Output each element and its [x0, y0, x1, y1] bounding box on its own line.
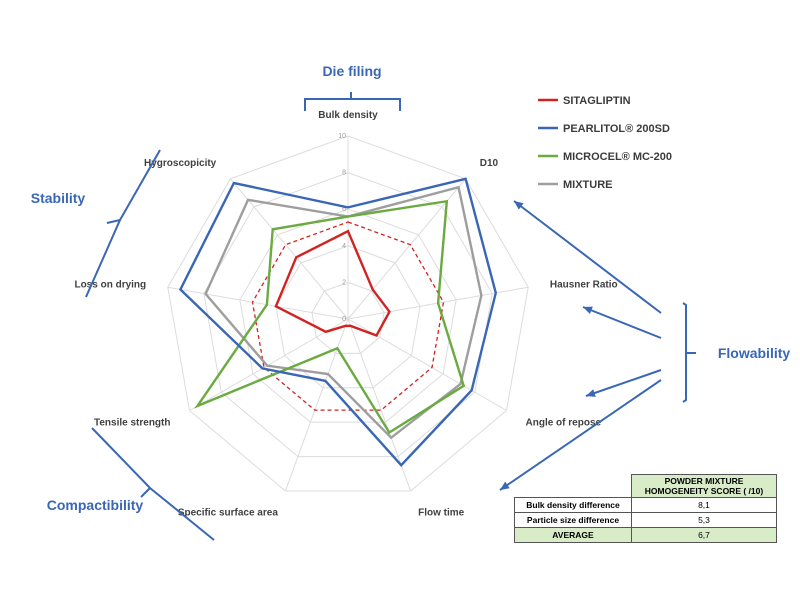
axis-label: Hygroscopicity [144, 158, 217, 169]
chart-legend: SITAGLIPTIN PEARLITOL® 200SD MICROCEL® MC-… [538, 95, 672, 191]
table-row: Particle size difference 5,3 [514, 512, 777, 528]
series-line [178, 177, 498, 467]
legend-entry: MICROCEL® MC-200 [563, 151, 672, 163]
group-bracket [304, 92, 401, 111]
axis-label: Loss on drying [74, 279, 146, 290]
group-label: Compactibility [47, 497, 144, 513]
group-arrow [585, 369, 662, 397]
table-header-row: POWDER MIXTURE HOMOGENEITY SCORE ( /10) [515, 474, 777, 498]
row-label: AVERAGE [514, 527, 632, 543]
arrow-head [583, 306, 593, 315]
grid-ring [311, 281, 385, 354]
group-arrow [582, 306, 662, 339]
tick-label: 2 [342, 279, 346, 286]
tick-label: 8 [342, 170, 346, 177]
group-label: Die filing [322, 63, 381, 79]
axis-label: Specific surface area [178, 508, 278, 519]
radar-series [178, 177, 498, 467]
axis-label: Bulk density [318, 110, 378, 121]
radar-tick-labels: 0 2 4 6 8 10 [338, 133, 346, 323]
group-arrow [513, 200, 662, 314]
row-value: 5,3 [631, 512, 777, 528]
tick-label: 10 [338, 133, 346, 140]
axis-label: Hausner Ratio [550, 279, 618, 290]
grid-ring [275, 245, 421, 389]
group-annotations: Die filingStabilityFlowabilityCompactibi… [31, 63, 791, 541]
group-bracket [85, 149, 161, 298]
table-row-average: AVERAGE 6,7 [514, 527, 777, 543]
homogeneity-score-table: POWDER MIXTURE HOMOGENEITY SCORE ( /10) … [514, 474, 777, 543]
row-value: 6,7 [631, 527, 777, 543]
axis-label: Flow time [418, 508, 465, 519]
row-label: Bulk density difference [514, 497, 632, 513]
series-line [274, 229, 391, 337]
arrow-head [514, 201, 524, 210]
group-label: Stability [31, 190, 86, 206]
tick-label: 4 [342, 243, 346, 250]
arrow-head [586, 389, 596, 397]
axis-label: D10 [480, 158, 499, 169]
group-bracket [91, 427, 215, 541]
grid-spoke [284, 318, 349, 492]
row-value: 8,1 [631, 497, 777, 513]
group-label: Flowability [718, 345, 791, 361]
table-header: POWDER MIXTURE HOMOGENEITY SCORE ( /10) [631, 474, 777, 498]
series-line [194, 199, 466, 435]
tick-label: 6 [342, 206, 346, 213]
axis-label: Angle of repose [526, 417, 602, 428]
tick-label: 0 [342, 316, 346, 323]
group-bracket [682, 302, 696, 403]
legend-entry: MIXTURE [563, 179, 613, 191]
series-line [204, 185, 483, 440]
axis-label: Tensile strength [94, 417, 171, 428]
table-row: Bulk density difference 8,1 [514, 497, 777, 513]
grid-spoke [167, 286, 349, 320]
grid-ring [203, 172, 493, 458]
grid-ring [239, 208, 457, 423]
row-label: Particle size difference [514, 512, 632, 528]
grid-ring [167, 135, 529, 492]
arrow-head [500, 481, 510, 490]
group-arrow [499, 379, 662, 491]
grid-spoke [229, 178, 349, 320]
legend-entry: PEARLITOL® 200SD [563, 123, 670, 135]
legend-entry: SITAGLIPTIN [563, 95, 631, 107]
